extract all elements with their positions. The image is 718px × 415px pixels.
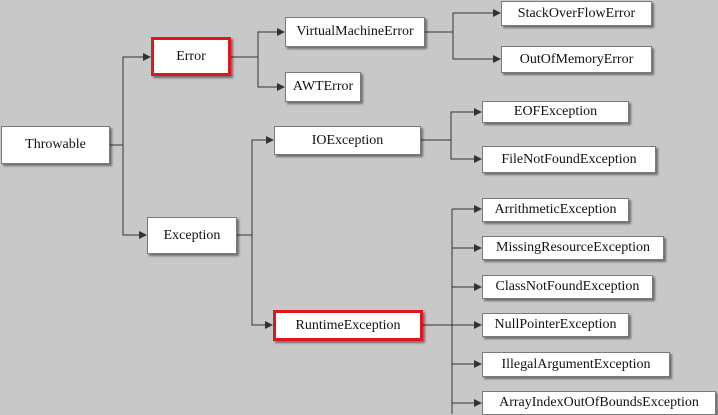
node-missing-resource-exception: MissingResourceException [482, 236, 664, 260]
edge-exception-runtime [251, 235, 273, 329]
node-eof-exception: EOFException [482, 101, 629, 123]
node-io-exception: IOException [274, 126, 421, 155]
node-error: Error [151, 37, 231, 76]
node-out-of-memory-error: OutOfMemoryError [501, 46, 652, 73]
edge-runtime-trunk [423, 209, 453, 414]
edge-error-vme [231, 28, 285, 58]
edge-throwable-error [110, 53, 151, 146]
node-file-not-found-exception: FileNotFoundException [482, 146, 656, 173]
edge-throwable-exception [122, 145, 147, 239]
edge-exception-io [237, 136, 274, 236]
node-array-index-out-of-bounds-exception: ArrayIndexOutOfBoundsException [482, 391, 716, 415]
edge-vme-oom [452, 32, 501, 63]
node-runtime-exception: RuntimeException [273, 310, 423, 341]
node-class-not-found-exception: ClassNotFoundException [482, 275, 653, 299]
node-awt-error: AWTError [285, 72, 361, 102]
node-illegal-argument-exception: IllegalArgumentException [482, 352, 670, 377]
node-stack-overflow-error: StackOverFlowError [501, 1, 652, 26]
node-null-pointer-exception: NullPointerException [482, 313, 629, 337]
node-exception: Exception [147, 217, 237, 254]
node-arithmetic-exception: ArrithmeticException [482, 198, 629, 222]
edge-io-eof [421, 108, 482, 141]
node-throwable: Throwable [1, 126, 110, 164]
node-virtual-machine-error: VirtualMachineError [285, 17, 425, 47]
edge-io-fnf [450, 140, 482, 163]
edge-error-awt [257, 57, 285, 91]
edge-vme-so [425, 9, 501, 33]
